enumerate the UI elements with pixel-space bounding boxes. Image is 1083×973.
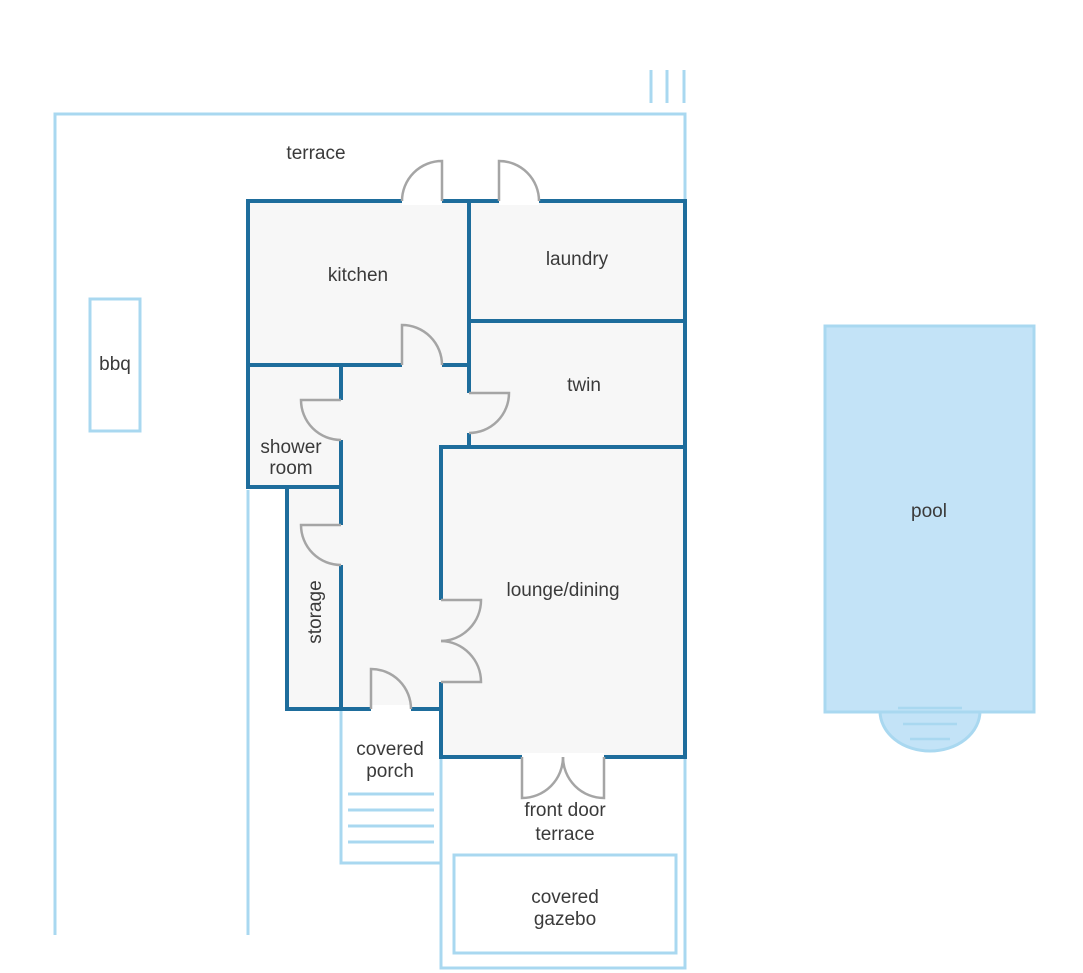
doors	[299, 159, 606, 800]
lounge-door-upper	[440, 598, 483, 643]
hall-front-door	[369, 667, 413, 710]
shower-room-floor	[248, 365, 341, 487]
shower-room-door	[299, 398, 342, 442]
wall-storage	[285, 485, 343, 711]
storage-opening	[337, 525, 345, 565]
shower-opening	[337, 400, 345, 440]
covered-porch-label-line1: covered	[356, 739, 424, 760]
hallway-floor-extension	[341, 447, 441, 709]
kitchen-exterior-opening	[402, 197, 442, 205]
terrace-label: terrace	[286, 143, 345, 164]
laundry-exterior-door	[497, 159, 541, 202]
front-door-terrace-label-line2: terrace	[535, 824, 594, 845]
porch-steps	[348, 792, 434, 844]
twin-opening	[465, 393, 473, 433]
twin-label: twin	[567, 375, 601, 396]
site-outlines	[53, 70, 687, 970]
kitchen-label: kitchen	[328, 265, 388, 286]
twin-floor	[469, 321, 685, 447]
kitchen-exterior-door	[400, 159, 444, 202]
pool-basin	[823, 324, 1036, 714]
property-boundary	[53, 112, 687, 935]
room-fills	[248, 201, 685, 757]
labels: terrace kitchen laundry bbq twin shower …	[99, 143, 947, 930]
pool	[823, 324, 1036, 753]
lounge-dining-label: lounge/dining	[506, 580, 619, 601]
lounge-dining-floor	[441, 447, 685, 757]
covered-porch-outline	[339, 709, 441, 865]
twin-door	[468, 391, 511, 435]
bbq-outline	[88, 297, 142, 433]
front-door-left	[520, 756, 565, 800]
covered-porch-label-line2: porch	[366, 761, 414, 782]
laundry-label: laundry	[546, 249, 609, 270]
pool-label: pool	[911, 501, 947, 522]
covered-gazebo-outline	[452, 853, 678, 955]
hall-front-opening	[371, 705, 411, 713]
shower-room-label-line1: shower	[260, 437, 322, 458]
pool-steps-shape	[878, 709, 982, 753]
storage-label: storage	[305, 580, 326, 643]
covered-gazebo-label-line2: gazebo	[534, 909, 596, 930]
front-terrace-outline	[439, 757, 687, 970]
lounge-door-lower	[440, 639, 483, 684]
laundry-exterior-opening	[499, 197, 539, 205]
laundry-floor	[469, 201, 685, 321]
kitchen-hall-door	[400, 323, 444, 366]
shower-room-label-line2: room	[269, 458, 312, 479]
kitchen-hall-opening	[402, 361, 442, 369]
storage-door	[299, 523, 342, 567]
bbq-label: bbq	[99, 354, 131, 375]
front-door-terrace-label-line1: front door	[524, 800, 606, 821]
covered-gazebo-label-line1: covered	[531, 887, 599, 908]
front-door-right	[561, 756, 606, 800]
